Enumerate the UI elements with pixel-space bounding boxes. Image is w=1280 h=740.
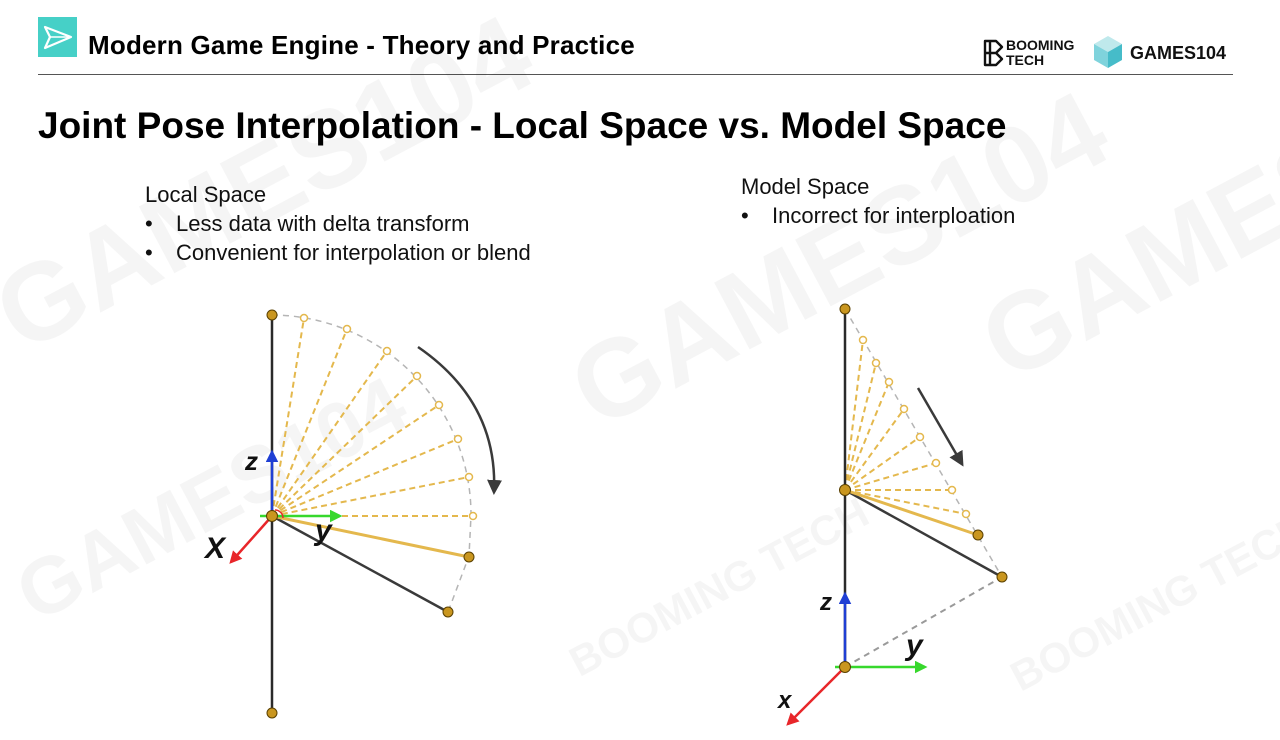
model-space-diagram: z x y <box>776 303 1008 726</box>
model-y-label: y <box>904 629 924 662</box>
model-result-bone <box>844 488 979 537</box>
model-z-label: z <box>819 589 832 616</box>
model-space-heading: Model Space <box>741 174 870 199</box>
slide-title: Joint Pose Interpolation - Local Space v… <box>38 105 1007 146</box>
local-interp-joints <box>299 313 478 521</box>
model-interp-bones <box>844 339 967 515</box>
local-angle-marker <box>274 509 284 519</box>
header: Modern Game Engine - Theory and Practice… <box>0 0 1280 76</box>
watermark-booming: BOOMING TECH <box>562 488 877 685</box>
model-space-bullets: Incorrect for interploation <box>741 201 1015 230</box>
course-title: Modern Game Engine - Theory and Practice <box>88 30 635 60</box>
local-x-axis <box>229 515 273 564</box>
watermark-booming: BOOMING TECH <box>1003 503 1280 700</box>
local-rotation-arrow <box>417 345 503 495</box>
local-end-bone <box>271 514 449 614</box>
local-space-diagram: z X y <box>203 309 503 719</box>
local-space-heading: Local Space <box>145 182 267 207</box>
local-space-bullet: Convenient for interpolation or blend <box>145 238 531 267</box>
local-space-bullets: Less data with delta transform Convenien… <box>145 209 531 267</box>
watermarks: GAMES104 GAMES104 GAMES104 GAMES104 BOOM… <box>0 0 1280 700</box>
watermark-games104: GAMES104 <box>0 0 552 375</box>
watermark-games104: GAMES104 <box>2 359 421 638</box>
brand-games-text: GAMES104 <box>1130 43 1226 63</box>
local-space-bullet: Less data with delta transform <box>145 209 531 238</box>
model-joints <box>839 303 1008 673</box>
local-z-label: z <box>244 446 258 476</box>
local-joints <box>266 309 475 719</box>
model-interp-joints <box>858 335 971 519</box>
model-end-bone <box>844 488 1003 579</box>
local-interp-bones <box>271 317 473 517</box>
model-x-label: x <box>776 687 793 714</box>
model-rotation-arrow <box>916 387 964 467</box>
brand-booming-line2: TECH <box>1006 52 1044 68</box>
cube-icon <box>1094 36 1122 68</box>
booming-tech-logo: BOOMING TECH <box>983 37 1075 68</box>
course-logo <box>38 17 77 57</box>
games104-logo: GAMES104 <box>1094 36 1226 68</box>
model-space-bullet: Incorrect for interploation <box>741 201 1015 230</box>
header-divider <box>38 74 1233 75</box>
model-dashed-bone <box>844 576 1003 668</box>
local-x-label: X <box>203 532 227 565</box>
local-trajectory-arc <box>271 314 472 613</box>
paper-plane-icon <box>43 25 73 50</box>
local-result-bone <box>271 514 470 559</box>
model-x-axis <box>786 666 846 726</box>
local-y-label: y <box>313 514 333 547</box>
brand-booming-line1: BOOMING <box>1006 37 1075 53</box>
model-space-section: Model Space Incorrect for interploation <box>741 172 1015 230</box>
local-space-section: Local Space Less data with delta transfo… <box>145 180 531 267</box>
